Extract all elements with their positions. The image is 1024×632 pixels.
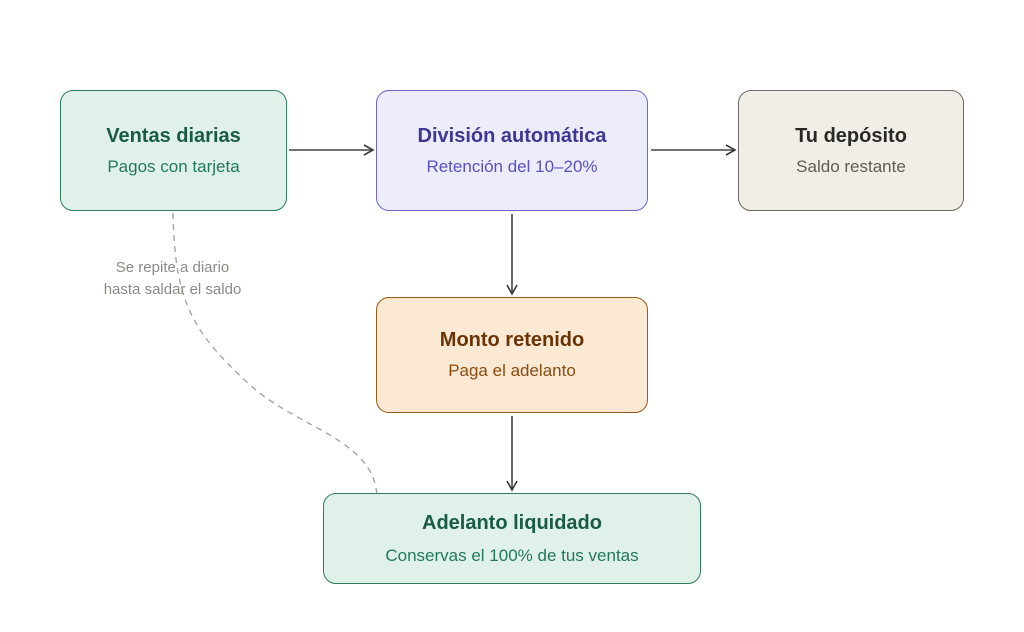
node-subtitle: Saldo restante: [796, 156, 906, 176]
node-title: Ventas diarias: [106, 124, 241, 147]
loop-note-line-1: Se repite a diario: [115, 259, 230, 276]
loop-note: Se repite a diario hasta saldar el saldo: [80, 257, 265, 301]
node-subtitle: Conservas el 100% de tus ventas: [385, 545, 639, 565]
node-title: División automática: [417, 124, 607, 147]
node-subtitle: Pagos con tarjeta: [107, 156, 240, 176]
node-ventas-diarias: Ventas diarias Pagos con tarjeta: [60, 90, 287, 211]
node-subtitle: Retención del 10–20%: [426, 156, 598, 176]
node-title: Adelanto liquidado: [422, 511, 602, 534]
loop-note-line-2: hasta saldar el saldo: [103, 281, 242, 298]
node-title: Monto retenido: [439, 329, 585, 351]
node-adelanto-liquidado: Adelanto liquidado Conservas el 100% de …: [323, 493, 701, 584]
node-monto-retenido: Monto retenido Paga el adelanto: [376, 297, 648, 413]
node-division-automatica: División automática Retención del 10–20%: [376, 90, 648, 211]
node-title: Tu depósito: [795, 124, 907, 147]
dashed-loop-arrow: [172, 212, 382, 505]
node-tu-deposito: Tu depósito Saldo restante: [738, 90, 964, 211]
node-subtitle: Paga el adelanto: [448, 361, 576, 380]
